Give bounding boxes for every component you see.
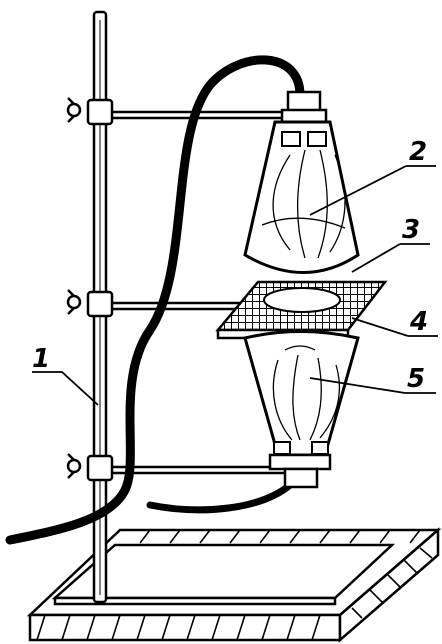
hose <box>5 55 305 545</box>
clamp-bottom <box>66 453 290 482</box>
lower-bottle <box>243 330 360 489</box>
callout-4-mesh-frame: 4 <box>410 307 429 337</box>
hose-lower <box>146 481 294 514</box>
leader-lines <box>32 165 438 406</box>
leader-5 <box>309 377 436 394</box>
leader-4 <box>351 317 438 337</box>
base-slab <box>26 527 442 643</box>
clamp-middle <box>66 289 250 318</box>
callout-3-mesh-grid: 3 <box>402 215 421 245</box>
clamp-top <box>66 97 290 126</box>
leader-1 <box>32 371 99 406</box>
callout-2-upper-bottle: 2 <box>409 137 428 167</box>
callout-1-stand: 1 <box>32 344 51 374</box>
leader-2 <box>309 165 436 216</box>
upper-bottle <box>243 90 360 274</box>
callout-5-lower-bottle: 5 <box>407 364 426 394</box>
mesh-grid <box>215 280 388 340</box>
leader-3 <box>351 243 430 273</box>
